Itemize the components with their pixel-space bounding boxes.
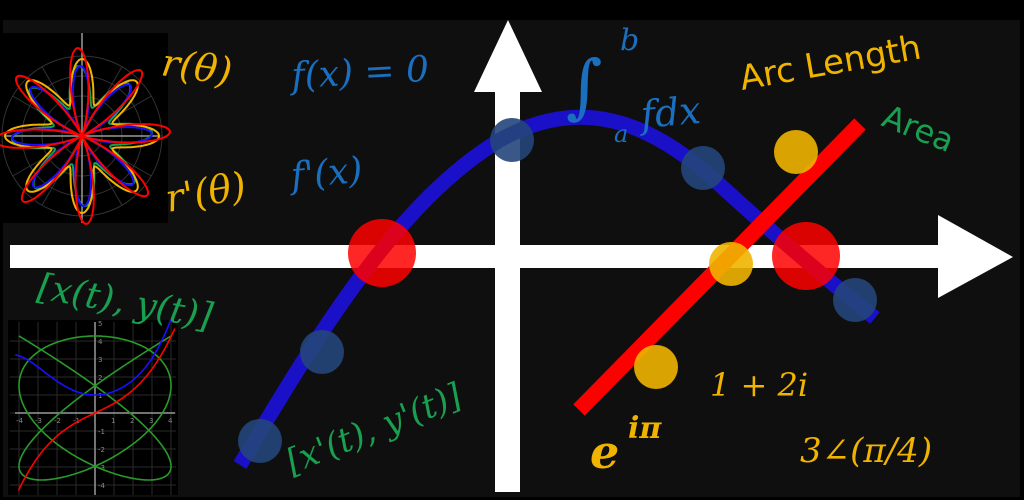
y-tick-label: 2 (98, 374, 102, 382)
complex-polar-label: 3∠(π/4) (800, 431, 932, 471)
x-tick-label: -3 (35, 417, 42, 425)
y-tick-label: -1 (98, 428, 105, 436)
blue-curve (15, 319, 172, 396)
x-tick-label: -4 (16, 417, 24, 425)
x-tick-label: 1 (111, 417, 115, 425)
red-curve (17, 328, 176, 491)
point (709, 242, 753, 286)
root-point (348, 219, 416, 287)
x-tick-label: 2 (130, 417, 134, 425)
y-tick-label: 5 (98, 320, 102, 328)
integral-label: ∫ a b fdx (566, 23, 702, 148)
y-tick-label: 4 (98, 338, 103, 346)
y-tick-label: 1 (98, 392, 102, 400)
gold-points (634, 130, 818, 389)
point (238, 419, 282, 463)
red-root-points (348, 219, 840, 290)
function-zero-label: f(x) = 0 (287, 49, 430, 97)
point (634, 345, 678, 389)
x-tick-label: 4 (168, 417, 173, 425)
integral-symbol: ∫ (566, 45, 602, 127)
point (774, 130, 818, 174)
polar-plot-thumbnail (0, 33, 171, 225)
x-tick-label: -2 (54, 417, 61, 425)
euler-base: e (590, 425, 619, 479)
parametric-plot-thumbnail: -4 -3 -2 -1 1 2 3 4 5 4 3 2 1 -1 -2 -3 -4 (8, 319, 178, 495)
integral-lower: a (614, 120, 628, 148)
root-point (772, 222, 840, 290)
blue-points (238, 118, 877, 463)
point (833, 278, 877, 322)
polar-curve (0, 47, 171, 225)
y-tick-label: -3 (98, 464, 105, 472)
lissajous-curve (18, 335, 172, 481)
y-tick-label: -2 (98, 446, 105, 454)
point (681, 146, 725, 190)
point (490, 118, 534, 162)
integrand: fdx (636, 88, 702, 137)
point (300, 330, 344, 374)
x-axis-arrow (10, 215, 1013, 298)
integral-upper: b (620, 23, 639, 58)
x-tick-label: -1 (73, 417, 80, 425)
complex-rect-label: 1 + 2i (710, 366, 808, 404)
y-tick-label: 3 (98, 356, 102, 364)
polar-label: r(θ) (159, 40, 235, 93)
x-tick-label: 3 (149, 417, 153, 425)
y-tick-label: -4 (98, 482, 106, 490)
euler-exponent: iπ (628, 411, 662, 446)
derivative-label: f'(x) (286, 150, 364, 197)
euler-label: e iπ (590, 411, 662, 479)
